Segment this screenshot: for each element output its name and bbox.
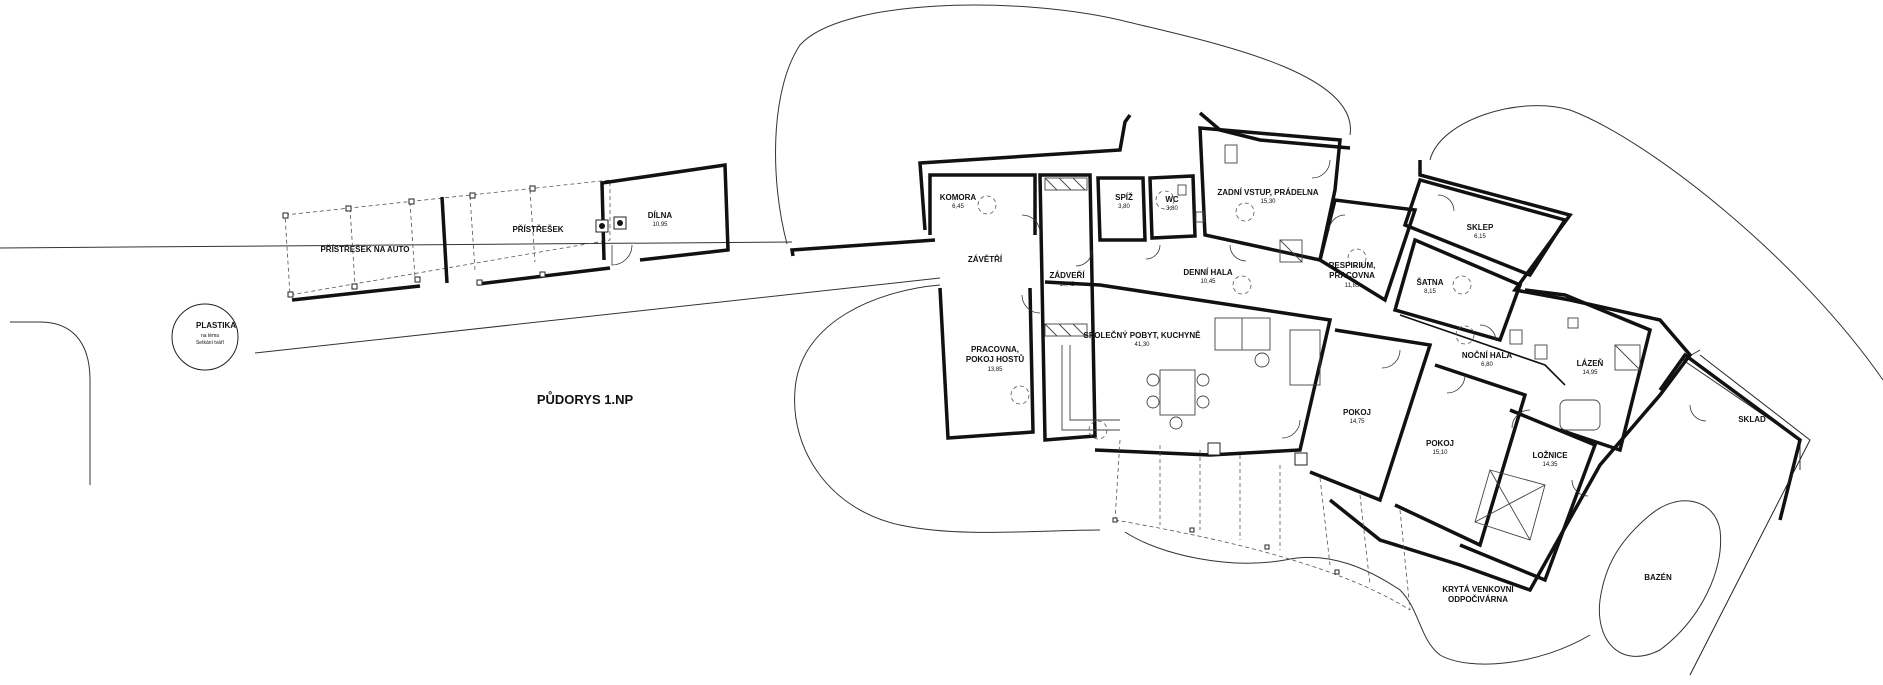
door-swings	[1021, 159, 1707, 497]
hallway-walls	[1038, 173, 1097, 442]
sculpture-label: PLASTIKA	[196, 321, 236, 330]
pool: BAZÉN	[1598, 500, 1722, 657]
west-block-walls	[918, 113, 1132, 231]
garden-contour-east	[1429, 105, 1883, 381]
back-entry-label: ZADNÍ VSTUP, PRÁDELNA	[1217, 188, 1318, 197]
access-road-south-edge	[10, 321, 91, 485]
living-label: SPOLEČNÝ POBYT, KUCHYNĚ	[1084, 331, 1202, 340]
respirium-area: 11,85	[1345, 283, 1360, 289]
workshop-area: 10,95	[652, 222, 668, 228]
bedroom-walls	[1459, 408, 1598, 583]
sculpture-circle	[171, 303, 239, 371]
garden-contour-south	[1124, 531, 1591, 665]
study-walls	[938, 287, 1035, 440]
pool-outline	[1598, 500, 1722, 657]
respirium-label-1: RESPIRIUM,	[1329, 261, 1376, 270]
access-road-north-edge	[0, 241, 793, 249]
storage-shed: SKLAD	[1658, 352, 1811, 676]
bathroom-label: LÁZEŇ	[1577, 359, 1604, 368]
study-label-2: POKOJ HOSTŮ	[966, 354, 1024, 364]
carport-divider-wall	[440, 196, 449, 284]
access-road-south-edge-2	[254, 277, 941, 354]
porch-label: ZÁVĚTŘÍ	[968, 255, 1003, 264]
bedroom-label: LOŽNICE	[1532, 451, 1568, 460]
sculpture-note-2: Setkání tváří	[196, 340, 225, 346]
carport-south-wall	[291, 284, 421, 302]
night-hall-area: 6,80	[1481, 362, 1493, 368]
storeroom-area: 6,45	[952, 204, 964, 210]
bathroom-walls	[1524, 288, 1653, 453]
kitchen-island	[1214, 317, 1271, 351]
dining-table	[1159, 369, 1196, 416]
respirium-label-2: PRACOVNA	[1329, 271, 1375, 280]
room2-label: POKOJ	[1426, 439, 1454, 448]
west-block-north-wall	[789, 238, 936, 257]
pantry-area: 3,80	[1118, 204, 1130, 210]
room1-label: POKOJ	[1343, 408, 1371, 417]
hallway-label: ZÁDVEŘÍ	[1049, 271, 1085, 280]
wardrobe-walls	[1392, 237, 1523, 343]
living-area: 41,30	[1134, 342, 1150, 348]
night-hall-label: NOČNÍ HALA	[1462, 351, 1512, 360]
pool-label: BAZÉN	[1644, 573, 1672, 582]
workshop-label: DÍLNA	[648, 211, 673, 220]
garden-contour-south-west	[794, 284, 1101, 533]
pantry-label: SPÍŽ	[1115, 193, 1133, 202]
carport-structure: PŘÍSTŘEŠEK NA AUTO PŘÍSTŘEŠEK	[282, 179, 611, 302]
back-entry-area: 15,30	[1260, 199, 1276, 205]
kitchen-counter	[1061, 345, 1120, 431]
carport-roof-outline	[284, 179, 611, 296]
bathroom-area: 14,95	[1582, 370, 1598, 376]
room2-area: 15,10	[1432, 450, 1448, 456]
study-area: 13,85	[987, 367, 1003, 373]
terrace-label-1: KRYTÁ VENKOVNÍ	[1442, 585, 1514, 594]
north-entry-walls	[1198, 111, 1351, 150]
storeroom-walls	[928, 173, 1037, 235]
study-label-1: PRACOVNA,	[971, 345, 1019, 354]
shelter-label: PŘÍSTŘEŠEK	[512, 225, 563, 234]
terrace-label-2: ODPOČIVÁRNA	[1448, 595, 1508, 604]
day-hall-label: DENNÍ HALA	[1183, 268, 1233, 277]
living-walls	[1044, 280, 1333, 457]
garden-contour-north	[775, 4, 1351, 245]
covered-terrace: KRYTÁ VENKOVNÍ ODPOČIVÁRNA	[1112, 439, 1514, 611]
wardrobe-label: ŠATNA	[1417, 278, 1444, 287]
room1-area: 14,75	[1349, 419, 1365, 425]
sculpture: PLASTIKA na téma Setkání tváří	[171, 303, 239, 371]
storage-label: SKLAD	[1738, 415, 1766, 424]
storeroom-label: KOMORA	[940, 193, 977, 202]
cellar-area: 6,15	[1474, 234, 1486, 240]
terrace-roof-edge	[1114, 519, 1411, 611]
room1-walls	[1309, 328, 1433, 503]
cellar-walls	[1402, 177, 1568, 278]
workshop-walls	[600, 162, 730, 262]
respirium-walls	[1317, 198, 1418, 303]
house-walls	[789, 111, 1693, 593]
cellar-label: SKLEP	[1467, 223, 1494, 232]
pantry-wc-walls	[1096, 174, 1197, 242]
storage-walls	[1658, 352, 1802, 521]
kitchen-unit	[1289, 329, 1321, 386]
day-hall-area: 10,45	[1200, 279, 1216, 285]
room-labels: KOMORA 6,45 ZÁVĚTŘÍ ZÁDVEŘÍ 10,45 SPÍŽ 3…	[940, 188, 1604, 468]
workshop: DÍLNA 10,95	[595, 162, 730, 266]
hallway-area: 10,45	[1059, 282, 1075, 288]
sculpture-note-1: na téma	[201, 333, 219, 339]
carport-label: PŘÍSTŘEŠEK NA AUTO	[320, 245, 409, 254]
bedroom-area: 14,35	[1542, 462, 1558, 468]
room2-walls	[1394, 363, 1528, 548]
wc-area: 3,80	[1166, 206, 1178, 212]
wardrobe-area: 8,15	[1424, 289, 1436, 295]
terrain-contours	[0, 4, 1883, 665]
night-hall-walls	[1399, 314, 1566, 386]
plan-title: PŮDORYS 1.NP	[537, 391, 634, 407]
east-wing-outline	[1328, 160, 1693, 593]
shower	[1614, 344, 1641, 371]
wc-label: WC	[1165, 195, 1179, 204]
furniture	[977, 144, 1641, 541]
bathtub	[1559, 399, 1601, 431]
